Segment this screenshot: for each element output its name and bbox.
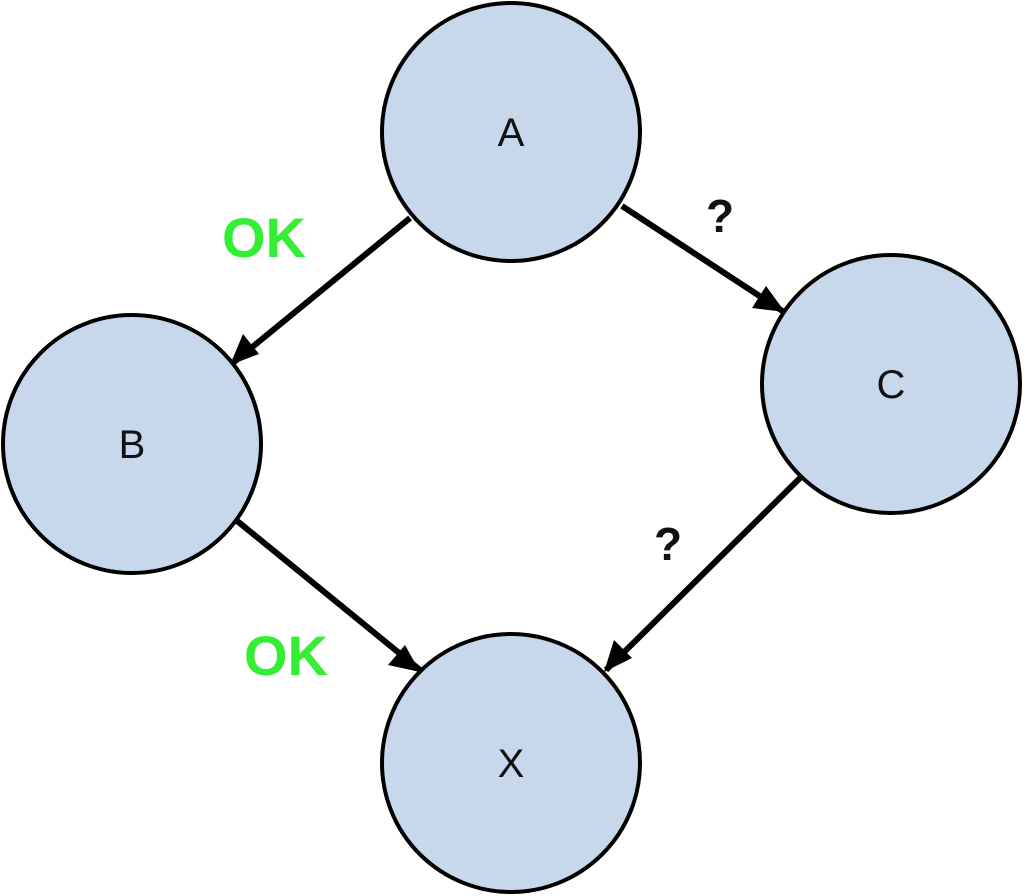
node-a[interactable]: A (380, 1, 642, 263)
edge-label-b-x: OK (244, 624, 328, 687)
edge-b-x (234, 517, 422, 673)
node-c-label: C (877, 363, 906, 407)
node-a-circle[interactable] (380, 1, 642, 263)
edge-a-c (620, 203, 786, 315)
arrowheads-layer (230, 286, 785, 672)
node-b[interactable]: B (1, 313, 263, 575)
arrowhead-a-c (752, 286, 785, 312)
edge-label-c-x: ? (654, 518, 682, 570)
edge-labels-layer: OK ? OK ? (222, 190, 734, 687)
arrowhead-a-b (230, 334, 259, 365)
node-c-circle[interactable] (760, 253, 1022, 515)
node-b-circle[interactable] (1, 313, 263, 575)
node-c[interactable]: C (760, 253, 1022, 515)
node-a-label: A (498, 111, 525, 155)
edge-a-b (232, 215, 412, 365)
arrowhead-b-x (388, 645, 420, 672)
arrowhead-c-x (604, 640, 632, 672)
edge-label-a-c: ? (706, 190, 734, 242)
edge-label-a-b: OK (222, 206, 306, 269)
edge-c-x (603, 475, 803, 673)
node-x-circle[interactable] (380, 632, 642, 894)
node-b-label: B (119, 423, 146, 467)
edges-layer (232, 203, 803, 673)
node-x-label: X (498, 742, 525, 786)
node-x[interactable]: X (380, 632, 642, 894)
